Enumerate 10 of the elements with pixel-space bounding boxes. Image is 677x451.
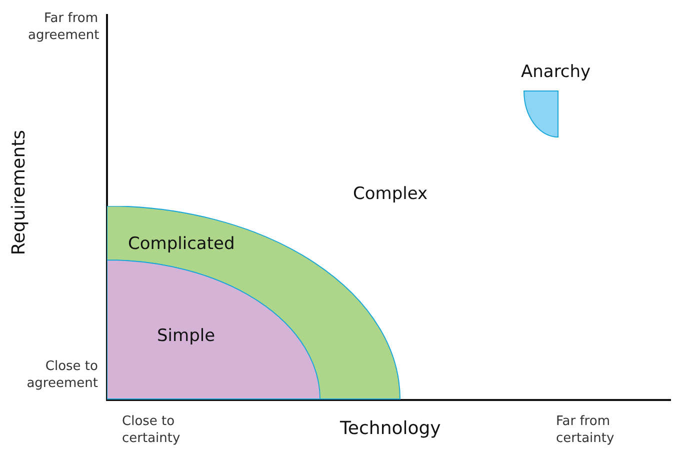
region-label: Anarchy <box>521 62 591 82</box>
region-label: Complicated <box>128 234 235 254</box>
axis-end-label: Close to agreement <box>26 358 98 392</box>
region-label: Simple <box>157 326 216 346</box>
region-label: Complex <box>353 184 428 204</box>
axis-title: Requirements <box>8 128 30 258</box>
axis-end-label: Far from certainty <box>556 413 616 447</box>
axis-end-label: Close to certainty <box>122 413 182 447</box>
axis-end-label: Far from agreement <box>28 10 98 44</box>
axis-title: Technology <box>340 418 441 439</box>
